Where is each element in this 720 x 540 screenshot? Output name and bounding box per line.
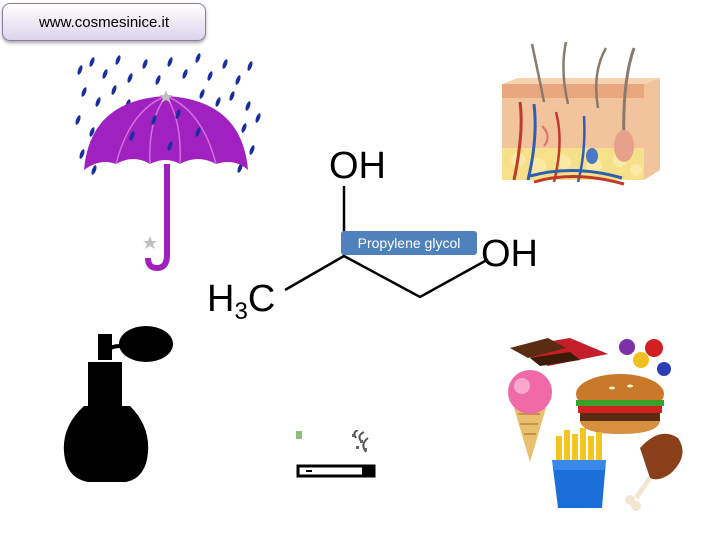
propylene-glycol-structure: OH OH H3C Propylene glycol xyxy=(190,135,560,335)
hydroxyl-right: OH xyxy=(481,233,538,275)
methyl-c: C xyxy=(247,278,276,320)
molecule-bonds xyxy=(284,186,486,299)
methyl-group: H3C xyxy=(207,278,275,326)
cigarette-icon xyxy=(294,430,386,486)
methyl-subscript: 3 xyxy=(234,298,248,325)
junk-food-icon xyxy=(508,338,683,511)
skin-cross-section-icon xyxy=(502,42,660,186)
hydroxyl-top: OH xyxy=(329,145,386,187)
site-url-badge: www.cosmesinice.it xyxy=(2,3,206,41)
molecule-name-label: Propylene glycol xyxy=(341,231,477,255)
umbrella-rain-icon xyxy=(75,53,261,272)
perfume-bottle-icon xyxy=(63,326,173,482)
methyl-h: H xyxy=(207,278,235,320)
